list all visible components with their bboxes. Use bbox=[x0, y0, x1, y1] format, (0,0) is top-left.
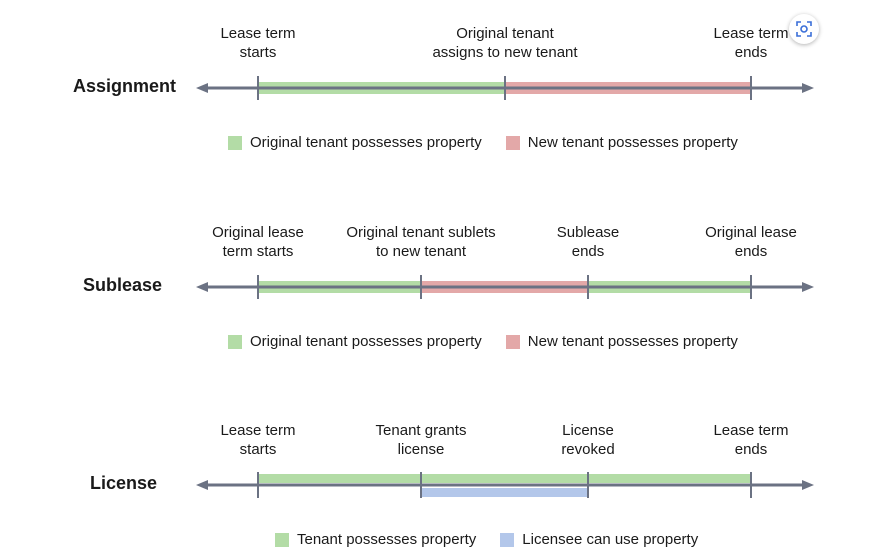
visual-search-icon bbox=[796, 21, 812, 37]
annotation-license-revoked: License revoked bbox=[561, 422, 615, 458]
annotation-license-granted: Tenant grants license bbox=[375, 422, 467, 458]
licensee-segment bbox=[421, 488, 588, 497]
assignment-timeline bbox=[196, 76, 814, 100]
legend-label: Original tenant possesses property bbox=[250, 134, 482, 151]
right-arrowhead bbox=[802, 480, 814, 490]
license-title: License bbox=[89, 473, 157, 493]
annotation-sublease-end: Sublease ends bbox=[556, 224, 620, 260]
legend-label: Original tenant possesses property bbox=[250, 333, 482, 350]
left-arrowhead bbox=[196, 83, 208, 93]
right-arrowhead bbox=[802, 83, 814, 93]
right-arrowhead bbox=[802, 282, 814, 292]
tenant-segment bbox=[258, 474, 751, 483]
visual-search-button[interactable] bbox=[789, 14, 819, 44]
annotation-lease-end: Lease term ends bbox=[713, 25, 789, 61]
sublease-timeline bbox=[196, 275, 814, 299]
license-legend: Tenant possesses property Licensee can u… bbox=[275, 531, 698, 548]
annotation-sublet: Original tenant sublets to new tenant bbox=[346, 224, 496, 260]
annotation-lease-end: Lease term ends bbox=[713, 422, 789, 458]
green-swatch bbox=[228, 135, 242, 150]
annotation-lease-end: Original lease ends bbox=[705, 224, 797, 260]
blue-swatch bbox=[500, 532, 515, 547]
sublease-legend: Original tenant possesses property New t… bbox=[228, 333, 738, 350]
assignment-legend: Original tenant possesses property New t… bbox=[228, 134, 738, 151]
license-timeline bbox=[196, 472, 814, 498]
legend-label: Tenant possesses property bbox=[297, 531, 477, 548]
legend-label: Licensee can use property bbox=[522, 531, 699, 548]
sublease-title: Sublease bbox=[82, 275, 162, 295]
annotation-lease-start: Lease term starts bbox=[220, 422, 296, 458]
red-swatch bbox=[505, 135, 520, 150]
annotation-lease-start: Original lease term starts bbox=[212, 224, 304, 260]
left-arrowhead bbox=[196, 282, 208, 292]
green-swatch bbox=[275, 532, 289, 547]
legend-label: New tenant possesses property bbox=[527, 333, 738, 350]
left-arrowhead bbox=[196, 480, 208, 490]
annotation-assignment: Original tenant assigns to new tenant bbox=[432, 25, 578, 61]
red-swatch bbox=[505, 334, 520, 349]
green-swatch bbox=[228, 334, 242, 349]
legend-label: New tenant possesses property bbox=[527, 134, 738, 151]
annotation-lease-start: Lease term starts bbox=[220, 25, 296, 61]
assignment-title: Assignment bbox=[72, 76, 176, 96]
